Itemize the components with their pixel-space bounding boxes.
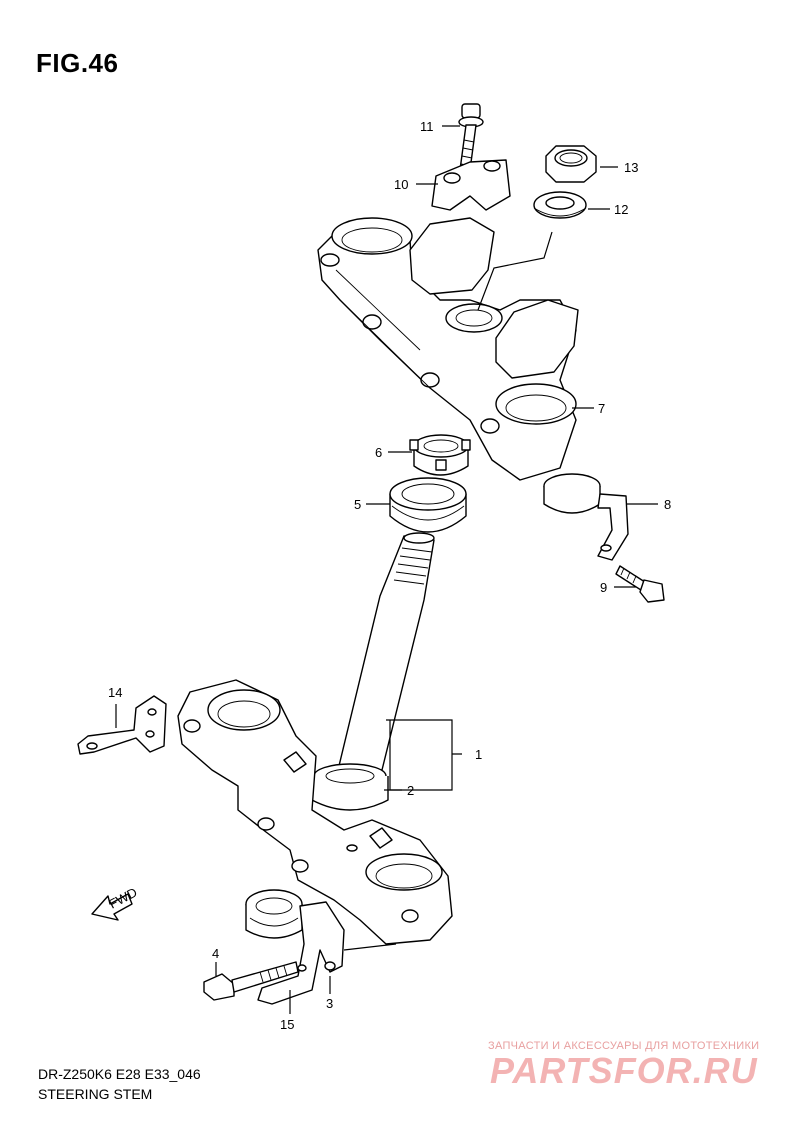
section-title: STEERING STEM [38, 1086, 153, 1102]
callout-11[interactable]: 11 [420, 119, 434, 134]
callout-10[interactable]: 10 [394, 177, 408, 192]
callout-2[interactable]: 2 [407, 783, 414, 798]
steering-stem-part-1[interactable] [337, 532, 435, 771]
callout-7[interactable]: 7 [598, 401, 605, 416]
watermark-logo: PARTSFOR.RU [490, 1050, 758, 1091]
callout-14[interactable]: 14 [108, 685, 122, 700]
lower-bracket [177, 679, 453, 945]
figure-title: FIG.46 [36, 48, 119, 78]
callout-9[interactable]: 9 [600, 580, 607, 595]
bolt-part-4[interactable] [203, 961, 299, 1001]
bracket-part-8[interactable] [543, 473, 629, 561]
leader-lines [115, 125, 658, 1014]
bolt-part-11[interactable] [458, 103, 484, 171]
lower-bearing-part-2[interactable] [311, 763, 389, 811]
fwd-arrow-icon: FWD [91, 885, 140, 921]
bearing-part-5[interactable] [389, 477, 467, 533]
callout-8[interactable]: 8 [664, 497, 671, 512]
callout-13[interactable]: 13 [624, 160, 638, 175]
stem-nut-part-6[interactable] [409, 434, 471, 476]
callout-5[interactable]: 5 [354, 497, 361, 512]
callout-labels: 1 2 3 4 5 6 7 8 9 10 11 12 13 14 15 [108, 119, 671, 1032]
callout-1[interactable]: 1 [475, 747, 482, 762]
callout-4[interactable]: 4 [212, 946, 219, 961]
upper-bracket-part-7[interactable] [317, 217, 579, 481]
bracket-part-14[interactable] [77, 695, 167, 755]
callout-12[interactable]: 12 [614, 202, 628, 217]
callout-3[interactable]: 3 [326, 996, 333, 1011]
bracket-part-15[interactable] [257, 901, 345, 1005]
handlebar-holder-part-10[interactable] [431, 159, 511, 211]
washer-part-12[interactable] [533, 191, 587, 219]
callout-15[interactable]: 15 [280, 1017, 294, 1032]
model-code: DR-Z250K6 E28 E33_046 [38, 1066, 201, 1082]
nut-part-13[interactable] [545, 145, 597, 183]
clamp-part-3[interactable] [245, 889, 303, 939]
callout-6[interactable]: 6 [375, 445, 382, 460]
watermark-tagline: ЗАПЧАСТИ И АКСЕССУАРЫ ДЛЯ МОТОТЕХНИКИ [488, 1040, 760, 1052]
bolt-part-9[interactable] [615, 565, 665, 603]
